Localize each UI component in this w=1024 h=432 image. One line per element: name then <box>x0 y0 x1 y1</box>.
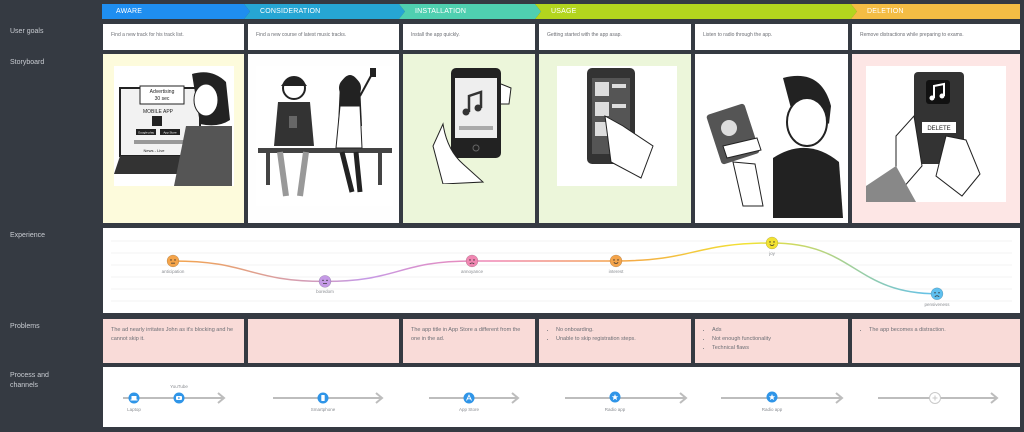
channel-label-radio-app: Radio app <box>604 407 626 412</box>
ad-advertising-line2: 30 sec <box>155 96 170 102</box>
goal-cell: Install the app quickly. <box>403 24 535 50</box>
problem-cell: The app title in App Store a different f… <box>403 319 535 363</box>
storyboard-aware: Advertising 30 sec MOBILE APP Google pla… <box>103 54 244 223</box>
problem-cell-empty <box>248 319 399 363</box>
channel-label-app-store: App Store <box>458 407 480 412</box>
laptop-ad-illustration: Advertising 30 sec MOBILE APP Google pla… <box>114 72 232 186</box>
storyboard-illustration <box>703 66 843 218</box>
problem-list-item: Ads <box>712 326 840 335</box>
channels-diagram <box>123 391 999 404</box>
stage-installation: INSTALLATION <box>399 4 541 19</box>
stage-usage: USAGE <box>535 4 857 19</box>
problem-list-item: Technical flaws <box>712 344 840 353</box>
phone-install-illustration <box>432 68 512 185</box>
storyboard-illustration: Advertising 30 sec MOBILE APP Google pla… <box>114 66 234 186</box>
experience-curve-chart <box>111 236 1012 302</box>
goal-text: Listen to radio through the app. <box>703 32 773 38</box>
row-label-problems: Problems <box>10 323 40 330</box>
ad-app-store: App Store <box>163 131 177 135</box>
stage-deletion: DELETION <box>851 4 1020 19</box>
star-icon <box>766 391 778 403</box>
youtube-icon <box>173 392 185 404</box>
channel-arrow <box>721 392 844 404</box>
ad-news-line: News - Live <box>144 148 166 153</box>
star-icon <box>609 391 621 403</box>
channel-label-youtube: YouTube <box>170 384 188 389</box>
row-label-experience: Experience <box>10 232 46 239</box>
experience-grid <box>111 240 1012 302</box>
radio-listening-illustration <box>706 75 843 218</box>
problem-list-item: Unable to skip registration steps. <box>556 335 683 344</box>
bored-emoji-icon <box>318 275 332 288</box>
experience-point-label: interest <box>608 268 624 274</box>
stage-consideration: CONSIDERATION <box>244 4 405 19</box>
problem-cell: The app becomes a distraction. <box>852 319 1020 363</box>
interested-emoji-icon <box>609 254 623 268</box>
app-store-icon <box>463 392 475 404</box>
ad-mobile-app: MOBILE APP <box>143 109 174 115</box>
journey-stages: AWARE CONSIDERATION INSTALLATION USAGE D… <box>102 4 1020 19</box>
goal-text: Getting started with the app asap. <box>547 32 622 38</box>
phone-delete-illustration: DELETE <box>866 72 981 202</box>
channel-label-radio-app: Radio app <box>761 407 783 412</box>
experience-point-label: boredom <box>316 289 334 295</box>
problem-list-item: Not enough functionality <box>712 335 840 344</box>
joy-emoji-icon <box>765 236 779 250</box>
storyboard-illustration: DELETE <box>866 66 1006 202</box>
goal-cell: Remove distractions while preparing to e… <box>852 24 1020 50</box>
delete-button-label: DELETE <box>927 126 950 132</box>
problem-cell: The ad nearly irritates John as it's blo… <box>103 319 244 363</box>
experience-point-label: annoyance <box>460 268 484 274</box>
storyboard-deletion: DELETE <box>852 54 1020 223</box>
experience-point-label: joy <box>769 250 775 256</box>
channel-arrow <box>123 392 226 404</box>
row-label-process-line1: Process and <box>10 372 49 379</box>
goal-cell: Find a new course of latest music tracks… <box>248 24 399 50</box>
experience-points <box>166 236 944 301</box>
channels-panel: Laptop YouTube Smartphone App Store Radi… <box>103 367 1020 427</box>
storyboard-illustration <box>557 66 677 186</box>
storyboard-usage-1 <box>539 54 691 223</box>
experience-point-label: pensiveness <box>924 301 950 307</box>
pensive-emoji-icon <box>930 287 944 301</box>
goal-text: Install the app quickly. <box>411 32 460 38</box>
annoyed-emoji-icon <box>465 254 479 268</box>
storyboard-illustration <box>256 66 393 206</box>
problem-list-item: The app becomes a distraction. <box>869 326 1012 335</box>
laptop-icon <box>128 392 140 404</box>
row-label-process-line2: channels <box>10 382 39 389</box>
goal-cell: Find a new track for his track list. <box>103 24 244 50</box>
experience-curve <box>172 242 938 295</box>
two-people-bench-illustration <box>258 68 392 197</box>
channel-label-laptop: Laptop <box>127 407 141 412</box>
row-label-process: Process and channels <box>10 371 49 391</box>
row-label-user-goals: User goals <box>10 28 44 35</box>
stage-aware: AWARE <box>102 4 250 19</box>
goal-text: Find a new track for his track list. <box>111 32 184 38</box>
plus-icon[interactable] <box>929 392 941 404</box>
storyboard-usage-2 <box>695 54 848 223</box>
phone-onboarding-illustration <box>587 68 654 179</box>
channel-label-smartphone: Smartphone <box>310 407 336 412</box>
experience-point-label: anticipation <box>161 268 185 274</box>
problem-cell: No onboarding.Unable to skip registratio… <box>539 319 691 363</box>
storyboard-consideration <box>248 54 399 223</box>
goal-cell: Getting started with the app asap. <box>539 24 691 50</box>
storyboard-illustration <box>413 54 525 185</box>
goal-cell: Listen to radio through the app. <box>695 24 848 50</box>
goal-text: Find a new course of latest music tracks… <box>256 32 347 38</box>
ad-google-play: Google play <box>138 131 155 135</box>
goal-text: Remove distractions while preparing to e… <box>860 32 964 38</box>
ad-advertising-line1: Advertising <box>150 89 175 95</box>
experience-panel: anticipation boredom annoyance interest joy p… <box>103 228 1020 313</box>
smartphone-icon <box>317 392 329 404</box>
problem-list-item: No onboarding. <box>556 326 683 335</box>
row-label-storyboard: Storyboard <box>10 59 45 66</box>
channel-arrow <box>565 392 688 404</box>
neutral-thinking-emoji-icon <box>166 254 180 268</box>
problem-text: The app title in App Store a different f… <box>411 327 521 342</box>
storyboard-installation <box>403 54 535 223</box>
problem-text: The ad nearly irritates John as it's blo… <box>111 327 234 342</box>
problem-cell: AdsNot enough functionalityTechnical fla… <box>695 319 848 363</box>
